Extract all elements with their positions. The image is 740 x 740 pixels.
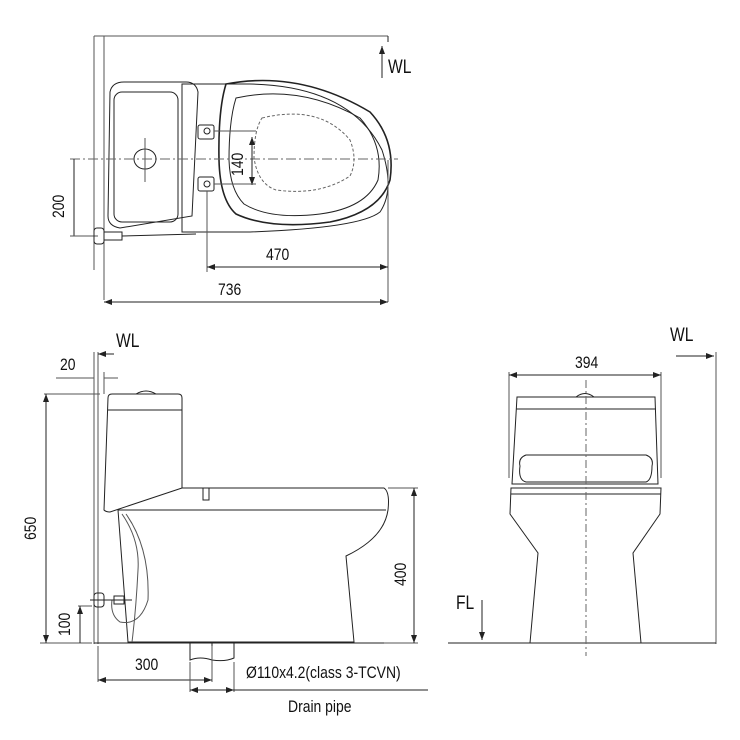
rough-in-label: 300: [135, 655, 159, 674]
side-view: [40, 351, 428, 693]
top-wall-line-label: WL: [388, 57, 412, 78]
floor-line-label: FL: [456, 593, 475, 614]
drain-spec-label: Ø110x4.2(class 3-TCVN): [246, 663, 401, 682]
top-view: [70, 35, 398, 305]
inlet-height-label: 100: [55, 612, 74, 636]
drain-caption-label: Drain pipe: [288, 697, 352, 716]
front-wall-line-label: WL: [670, 325, 694, 346]
overall-height-label: 650: [21, 516, 40, 540]
side-wall-line-label: WL: [116, 331, 140, 352]
front-view: [448, 352, 717, 656]
overall-length-label: 736: [218, 280, 242, 299]
overall-width-label: 394: [575, 353, 599, 372]
seat-height-label: 400: [391, 562, 410, 586]
seat-bolt-spacing-label: 140: [228, 152, 247, 176]
inlet-offset-label: 200: [49, 194, 68, 218]
bolt-to-front-label: 470: [266, 245, 290, 264]
wall-gap-label: 20: [60, 355, 76, 374]
